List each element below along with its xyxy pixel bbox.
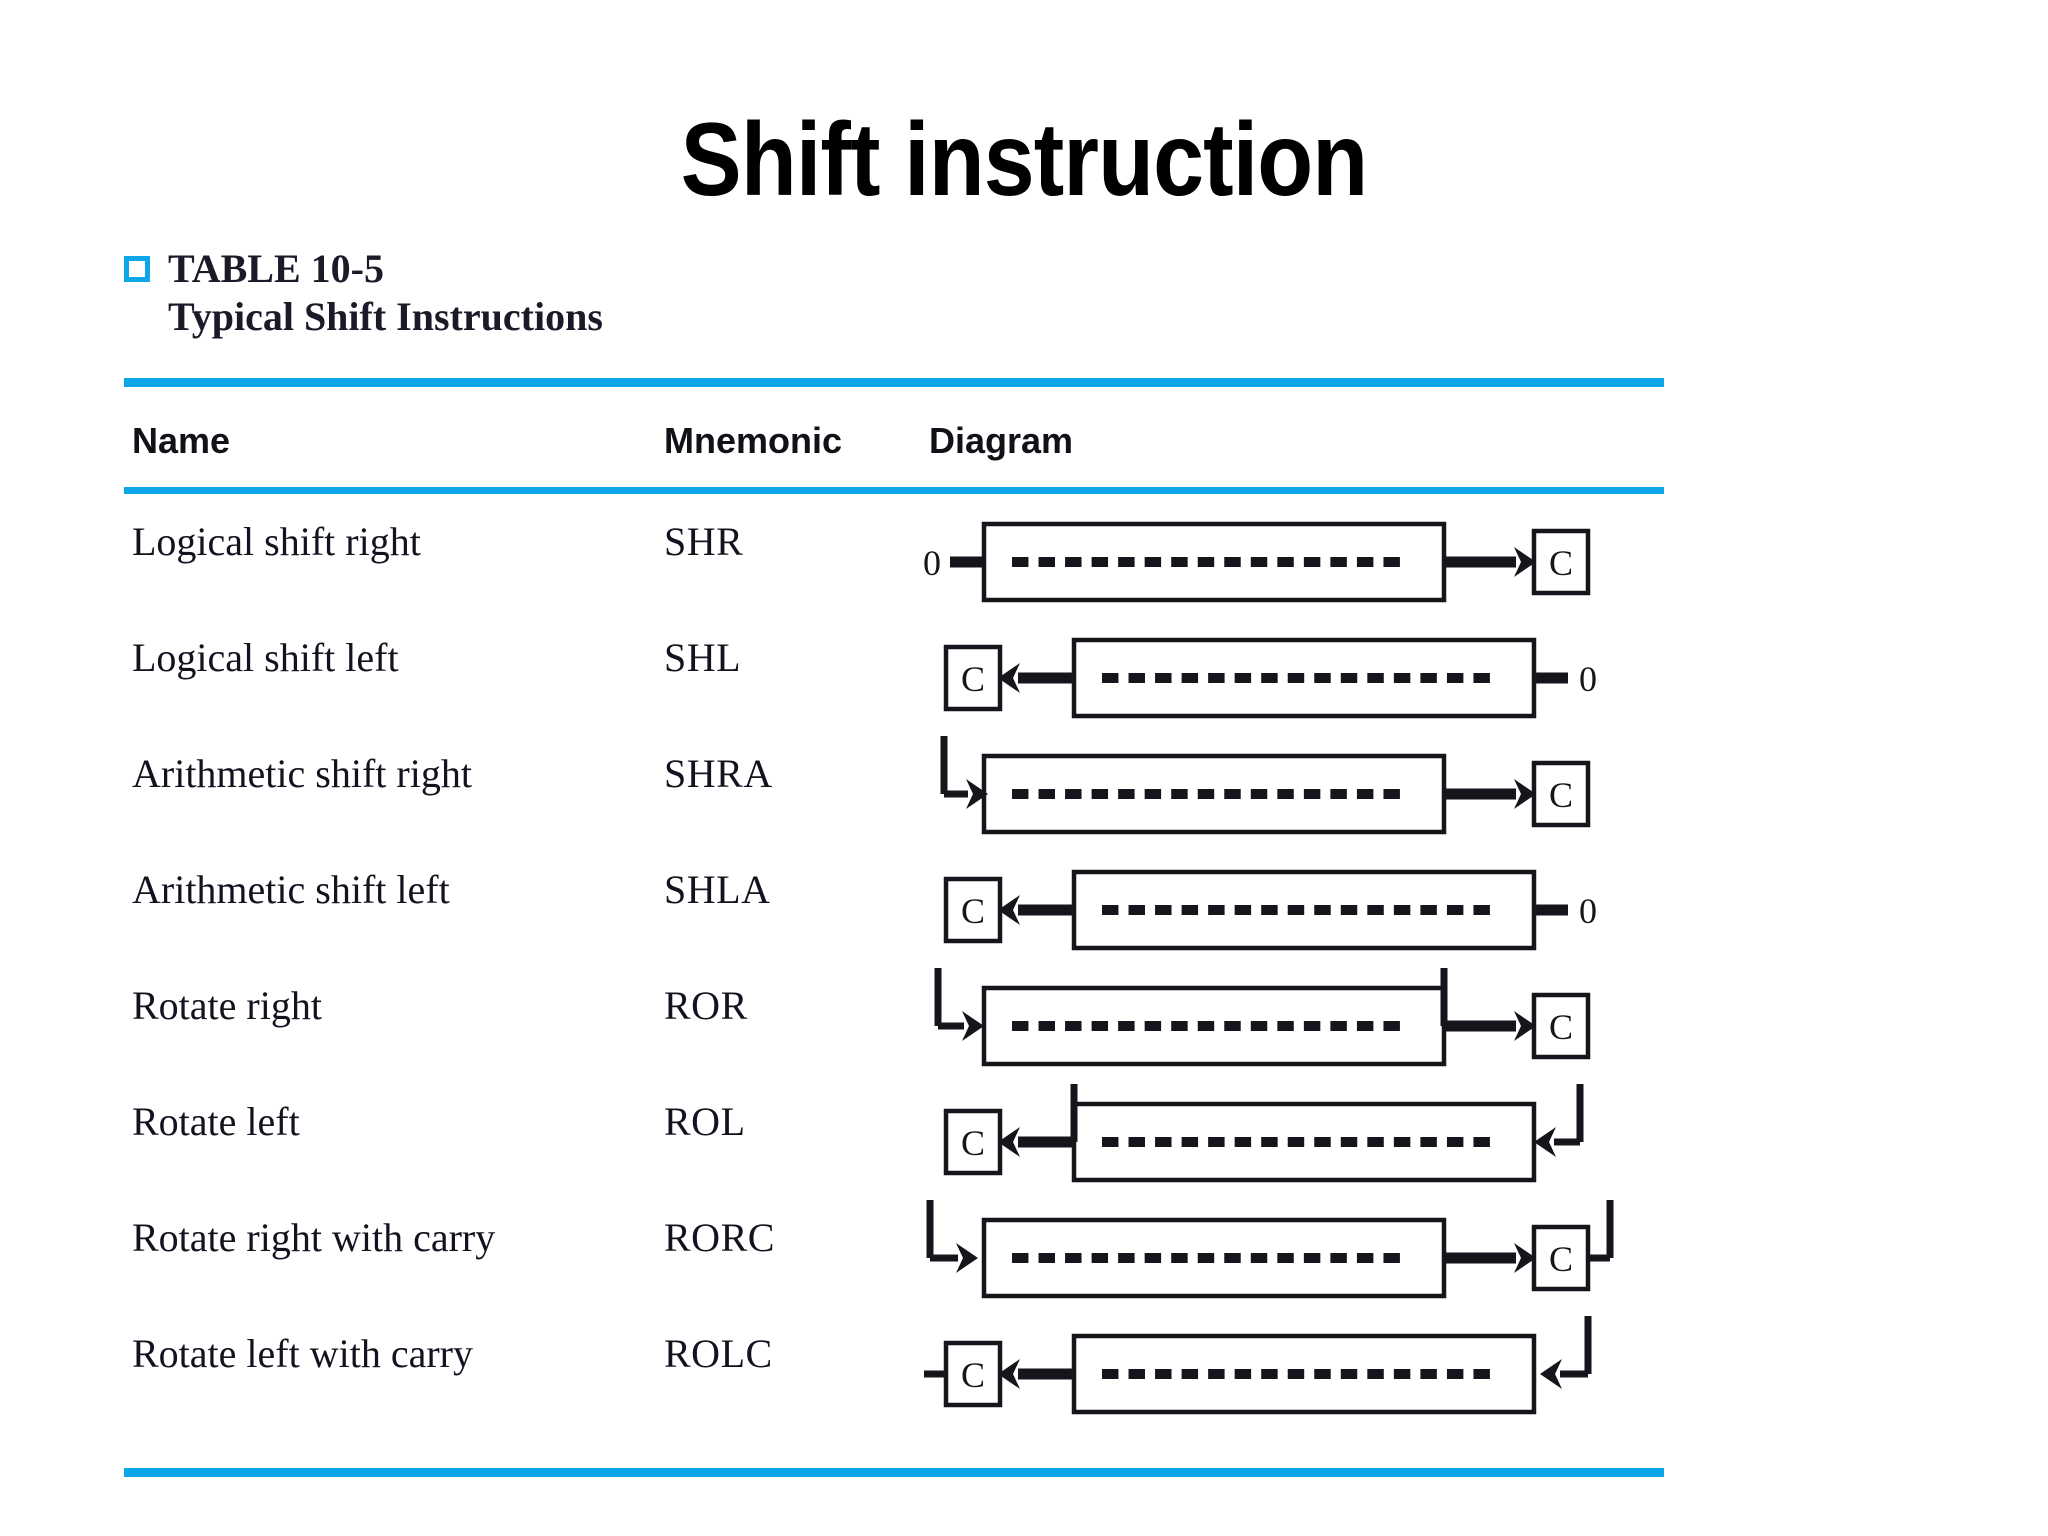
svg-text:C: C — [961, 1355, 985, 1395]
row-name-rol: Rotate left — [132, 1099, 300, 1144]
column-header-mnemonic: Mnemonic — [664, 420, 843, 461]
row-name-shla: Arithmetic shift left — [132, 867, 450, 912]
table-top-rule — [124, 378, 1664, 387]
row-mnemonic-shra: SHRA — [664, 751, 773, 796]
row-name-shl: Logical shift left — [132, 635, 399, 680]
table-row: Rotate left with carry ROLC C — [124, 1316, 1684, 1438]
row-mnemonic-rolc: ROLC — [664, 1331, 773, 1376]
table-caption-block: TABLE 10-5 Typical Shift Instructions — [124, 248, 1664, 338]
table-row: Logical shift right SHR C 0 — [124, 510, 1684, 626]
table-row: Arithmetic shift left SHLA C 0 — [124, 858, 1684, 974]
row-name-shr: Logical shift right — [132, 519, 421, 564]
table-number-label: TABLE 10-5 — [168, 246, 384, 291]
row-mnemonic-rol: ROL — [664, 1099, 746, 1144]
row-name-shra: Arithmetic shift right — [132, 751, 472, 796]
svg-text:0: 0 — [1579, 891, 1597, 931]
row-name-rorc: Rotate right with carry — [132, 1215, 496, 1260]
row-diagram-rotate-left-carry: C — [924, 1316, 1684, 1432]
table-column-headers: Name Mnemonic Diagram — [124, 420, 1664, 474]
svg-text:0: 0 — [1579, 659, 1597, 699]
svg-text:C: C — [1549, 1239, 1573, 1279]
svg-text:C: C — [961, 1123, 985, 1163]
table-row: Arithmetic shift right SHRA C — [124, 736, 1684, 858]
table-row: Rotate right with carry RORC C — [124, 1200, 1684, 1322]
table-row: Rotate left ROL C — [124, 1084, 1684, 1206]
row-name-rolc: Rotate left with carry — [132, 1331, 473, 1376]
svg-text:C: C — [1549, 1007, 1573, 1047]
row-mnemonic-shr: SHR — [664, 519, 744, 564]
row-mnemonic-shl: SHL — [664, 635, 742, 680]
page-title: Shift instruction — [680, 102, 1369, 218]
svg-text:C: C — [1549, 775, 1573, 815]
table-bottom-rule — [124, 1468, 1664, 1477]
table-row: Rotate right ROR C — [124, 968, 1684, 1090]
table-caption-line: TABLE 10-5 — [124, 248, 1664, 290]
svg-text:C: C — [961, 891, 985, 931]
table-header-rule — [124, 487, 1664, 494]
row-mnemonic-ror: ROR — [664, 983, 748, 1028]
row-diagram-rotate-left: C — [924, 1084, 1684, 1200]
square-bullet-icon — [124, 256, 150, 282]
svg-text:0: 0 — [924, 543, 941, 583]
table-row: Logical shift left SHL C 0 — [124, 626, 1684, 742]
svg-text:C: C — [961, 659, 985, 699]
row-diagram-rotate-right-carry: C — [924, 1200, 1684, 1316]
row-mnemonic-shla: SHLA — [664, 867, 771, 912]
table-caption-text: Typical Shift Instructions — [168, 294, 603, 339]
row-mnemonic-rorc: RORC — [664, 1215, 775, 1260]
row-name-ror: Rotate right — [132, 983, 322, 1028]
column-header-name: Name — [132, 420, 231, 461]
row-diagram-rotate-right: C — [924, 968, 1684, 1084]
row-diagram-arith-shift-right: C — [924, 736, 1684, 852]
column-header-diagram: Diagram — [929, 420, 1074, 461]
svg-text:C: C — [1549, 543, 1573, 583]
